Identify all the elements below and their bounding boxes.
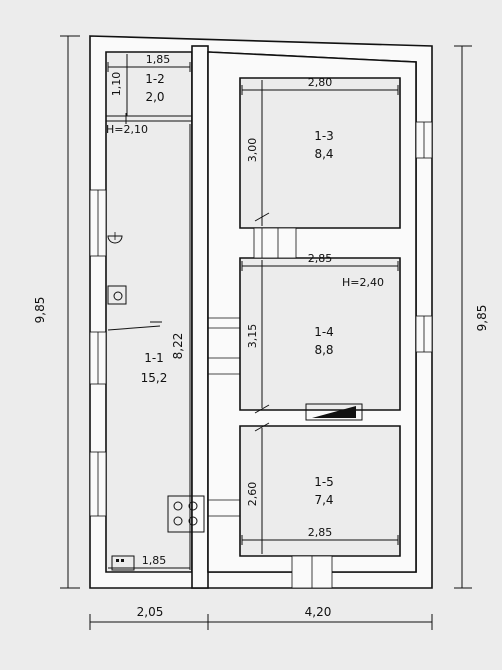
room-1-4-id: 1-4 — [314, 325, 334, 339]
overall-width-left-label: 2,05 — [137, 605, 164, 619]
room-1-2-width: 1,85 — [146, 53, 171, 66]
room-1-2-area: 2,0 — [145, 90, 164, 104]
room-1-5-width: 2,85 — [308, 526, 333, 539]
overall-height-left-label: 9,85 — [33, 297, 47, 324]
room-1-1-area: 15,2 — [141, 371, 168, 385]
appliance-icon — [111, 555, 135, 571]
room-1-5-height: 2,60 — [246, 482, 259, 507]
room-1-3-area: 8,4 — [314, 147, 333, 161]
central-wall — [191, 45, 209, 589]
room-1-3-height: 3,00 — [246, 138, 259, 163]
room-1-2-ceiling-height: H=2,10 — [106, 123, 148, 136]
overall-width-right-label: 4,20 — [305, 605, 332, 619]
door-1-3 — [253, 227, 297, 259]
right-inner-walls — [207, 51, 417, 573]
room-1-3-width: 2,80 — [308, 76, 333, 89]
room-1-5-area: 7,4 — [314, 493, 333, 507]
partition-stub — [107, 325, 161, 331]
room-1-2-height: 1,10 — [110, 72, 123, 97]
room-1-4-height: 3,15 — [246, 324, 259, 349]
sink-icon — [107, 232, 123, 244]
stove-icon — [167, 495, 205, 533]
room-1-4-ceiling-height: H=2,40 — [342, 276, 384, 289]
room-1-4-width: 2,85 — [308, 252, 333, 265]
room-1-1-length: 8,22 — [171, 333, 185, 360]
room-1-1-width: 1,85 — [142, 554, 167, 567]
room-1-1-id: 1-1 — [144, 351, 164, 365]
room-1-4-area: 8,8 — [314, 343, 333, 357]
heater-icon — [305, 403, 363, 421]
overall-height-right-label: 9,85 — [475, 305, 489, 332]
room-1-2-id: 1-2 — [145, 72, 165, 86]
room-1-5-id: 1-5 — [314, 475, 334, 489]
boiler-icon — [107, 285, 127, 305]
room-1-3-id: 1-3 — [314, 129, 334, 143]
